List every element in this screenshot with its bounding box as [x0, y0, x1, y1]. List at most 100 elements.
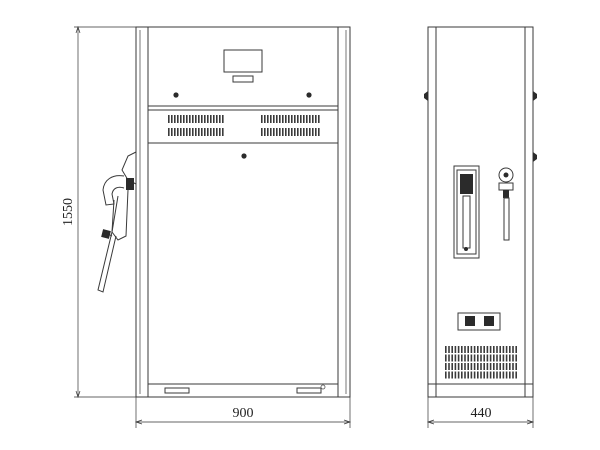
vent-slot [222, 115, 224, 123]
vent-slot [219, 128, 221, 136]
vent-slot [189, 128, 191, 136]
vent-slot [168, 128, 170, 136]
vent-slot [496, 346, 498, 353]
vent-slot [294, 115, 296, 123]
front-foot-left [164, 387, 190, 394]
vent-slot [451, 354, 453, 362]
vent-slot [461, 371, 463, 379]
vent-slot [454, 363, 457, 370]
vent-slot [499, 363, 501, 370]
vent-slot [303, 128, 305, 136]
vent-slot [213, 115, 215, 123]
vent-slot [180, 128, 182, 136]
vent-slot [505, 346, 508, 353]
vent-slot [273, 115, 275, 123]
vent-slot [509, 346, 511, 353]
bolt-icon [306, 92, 312, 98]
vent-slot [297, 115, 299, 123]
vent-slot [207, 128, 209, 136]
vent-slot [198, 128, 200, 136]
vent-slot [467, 371, 469, 379]
vent-slot [480, 371, 482, 379]
vent-slot [477, 363, 479, 370]
vent-slot [461, 346, 463, 353]
vent-slot [483, 354, 485, 362]
vent-slot [480, 346, 482, 353]
vent-slot [448, 354, 450, 362]
vent-slot [505, 354, 508, 362]
vent-slot [486, 363, 489, 370]
display-screen [223, 49, 263, 73]
vent-slot [180, 115, 182, 123]
vent-slot [457, 363, 460, 370]
vent-slot [509, 363, 511, 370]
vent-slot [291, 128, 293, 136]
vent-slot [470, 363, 473, 370]
vent-slot [210, 115, 212, 123]
vent-slot [309, 115, 311, 123]
vent-slot [309, 128, 311, 136]
vent-slot [174, 115, 176, 123]
vent-slot [219, 115, 221, 123]
vent-slot [464, 346, 466, 353]
side-access-panel [457, 312, 501, 331]
vent-slot [291, 115, 293, 123]
vent-slot [315, 128, 317, 136]
vent-slot [489, 346, 492, 353]
vent-slot [483, 363, 485, 370]
vent-slot [171, 115, 173, 123]
vent-slot [213, 128, 215, 136]
vent-slot [177, 128, 179, 136]
vent-slot [183, 128, 185, 136]
vent-slot [509, 354, 511, 362]
vent-slot [477, 354, 479, 362]
vent-slot [502, 371, 505, 379]
vent-slot [270, 115, 272, 123]
vent-slot [464, 363, 466, 370]
fuel-nozzle-icon [97, 151, 137, 293]
vent-slot [279, 115, 281, 123]
vent-slot [483, 371, 485, 379]
vent-slot [454, 371, 457, 379]
vent-slot [496, 371, 498, 379]
dimension-front-width: 900 [134, 397, 352, 428]
vent-slot [312, 115, 314, 123]
vent-slot [210, 128, 212, 136]
vent-slot [285, 115, 287, 123]
vent-slot [168, 115, 170, 123]
vent-slot [303, 115, 305, 123]
dimension-side-width: 440 [426, 397, 535, 428]
vent-slot [306, 115, 308, 123]
vent-slot [288, 115, 290, 123]
vent-slot [493, 363, 495, 370]
vent-slot [222, 128, 224, 136]
vent-slot [186, 128, 188, 136]
front-vent-grilles [168, 115, 320, 136]
vent-slot [189, 115, 191, 123]
front-foot-right [296, 387, 322, 394]
vent-slot [515, 346, 517, 353]
vent-slot [448, 363, 450, 370]
vent-slot [480, 354, 482, 362]
vent-slot [509, 371, 511, 379]
vent-slot [454, 346, 457, 353]
vent-slot [467, 363, 469, 370]
vent-slot [461, 354, 463, 362]
vent-slot [318, 115, 320, 123]
vent-slot [264, 115, 266, 123]
vent-slot [312, 128, 314, 136]
vent-slot [502, 354, 505, 362]
vent-slot [470, 354, 473, 362]
vent-slot [486, 371, 489, 379]
vent-slot [282, 128, 284, 136]
side-width-label: 440 [471, 406, 492, 421]
vent-slot [273, 128, 275, 136]
vent-slot [285, 128, 287, 136]
vent-slot [300, 128, 302, 136]
vent-slot [505, 363, 508, 370]
vent-slot [473, 354, 476, 362]
vent-slot [195, 115, 197, 123]
vent-slot [467, 346, 469, 353]
vent-slot [515, 363, 517, 370]
